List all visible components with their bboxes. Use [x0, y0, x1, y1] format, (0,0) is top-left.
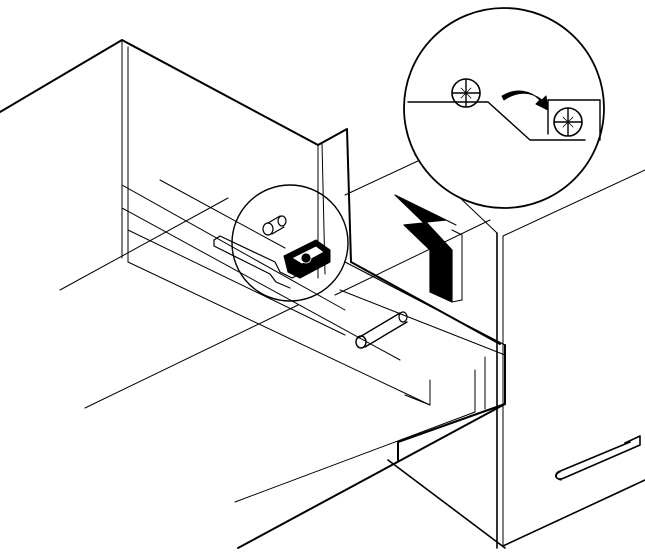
cabinet-top-edge [502, 169, 645, 237]
tray-front-face [397, 344, 506, 461]
phillips-screw-icon [451, 78, 481, 108]
tray-floor-line-1 [59, 197, 229, 291]
back-panel-top [0, 39, 319, 146]
callout-connector-2 [334, 219, 491, 296]
tray-floor-line-3 [127, 261, 431, 406]
tray-bottom-edge [237, 403, 506, 549]
phillips-screw-icon [553, 107, 583, 137]
divider-wall-front [317, 128, 352, 263]
detail-circle-small [213, 184, 349, 302]
callout-rail [407, 101, 586, 141]
tray-front-top [344, 261, 506, 346]
tray-floor-line-4 [159, 179, 286, 249]
callout-notch [547, 99, 601, 141]
tray-bottom-inner [234, 411, 476, 503]
tray-inner-left [127, 229, 346, 336]
callout-connector-1 [344, 159, 421, 196]
callout-circle-large [403, 7, 605, 209]
cabinet-bottom-edge [502, 479, 645, 547]
tray-channel-end [404, 379, 431, 406]
curved-arrow-icon [501, 90, 549, 111]
up-left-arrow-icon [394, 194, 463, 303]
handle-icon [555, 435, 641, 481]
tray-rail [339, 289, 506, 356]
tray-channel-top [121, 184, 346, 311]
tray-channel-bottom [121, 207, 401, 361]
pin-icon [355, 311, 408, 349]
drawer-tray [0, 39, 506, 549]
tray-floor-line-2 [84, 304, 299, 409]
cabinet-base-line [387, 459, 506, 549]
